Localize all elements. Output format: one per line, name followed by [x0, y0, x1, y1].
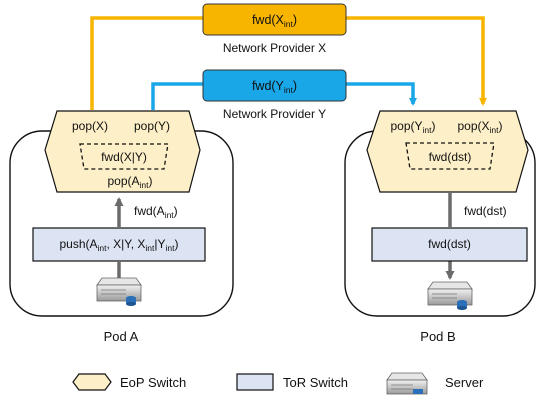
pod-a-pop-a: pop(Aint)	[107, 174, 152, 190]
path-provider-x	[90, 16, 483, 110]
pod-a-arrow-label: fwd(Aint)	[134, 204, 178, 220]
pod-a-pop-x: pop(X)	[72, 119, 108, 133]
provider-x-box	[202, 3, 347, 36]
pod-a-server-icon	[96, 277, 142, 306]
pod-b-caption: Pod B	[420, 329, 455, 344]
pod-b-pop-y: pop(Yint)	[390, 119, 435, 135]
legend-tor-label: ToR Switch	[283, 375, 348, 390]
pod-a-tor-switch	[32, 227, 206, 262]
provider-y-box	[202, 69, 347, 102]
pod-b-eop-switch	[366, 110, 529, 193]
provider-x-box-label: fwd(Xint)	[252, 13, 297, 29]
pod-b-server-icon	[427, 281, 473, 310]
legend-server-icon	[386, 372, 428, 395]
provider-x-caption: Network Provider X	[223, 41, 326, 55]
pod-b-fwd: fwd(dst)	[429, 150, 472, 164]
pod-a-pop-y: pop(Y)	[134, 119, 170, 133]
legend-tor-swatch	[236, 373, 274, 391]
pod-b-pop-x: pop(Xint)	[457, 119, 502, 135]
pod-a-fwd-xy: fwd(X|Y)	[101, 150, 147, 164]
pod-b-tor-label: fwd(dst)	[428, 237, 471, 251]
pod-a-eop-switch	[44, 110, 201, 193]
path-provider-y	[151, 82, 413, 110]
pod-b-tor-switch	[371, 227, 528, 262]
pod-a-caption: Pod A	[104, 329, 139, 344]
provider-y-box-label: fwd(Yint)	[252, 79, 297, 95]
legend-server-label: Server	[445, 375, 484, 390]
pod-a-tor-label: push(Aint, X|Y, Xint|Yint)	[59, 237, 178, 253]
pod-b-inner-dashed	[405, 142, 495, 170]
provider-y-caption: Network Provider Y	[223, 107, 326, 121]
pod-b-arrow-label: fwd(dst)	[464, 204, 507, 218]
pod-a-inner-dashed	[79, 143, 169, 170]
legend-eop-label: EoP Switch	[120, 375, 186, 390]
legend-eop-swatch	[72, 373, 112, 391]
